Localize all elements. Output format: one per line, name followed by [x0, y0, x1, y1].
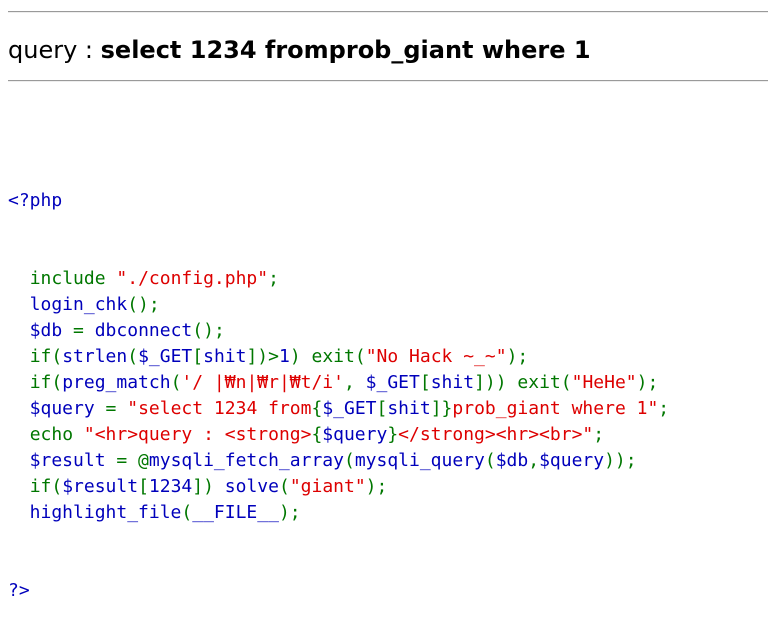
code-token: { [311, 398, 323, 419]
code-token: $query [322, 424, 388, 445]
code-token: $query [539, 450, 605, 471]
code-token: __FILE__ [192, 502, 279, 523]
code-token: (); [127, 294, 160, 315]
code-line: if($result[1234]) solve("giant"); [8, 474, 669, 500]
code-line: $result = @mysqli_fetch_array(mysqli_que… [8, 448, 669, 474]
code-token: [ [419, 372, 431, 393]
code-token: ( [484, 450, 496, 471]
code-token: ])) exit( [474, 372, 572, 393]
code-token: strlen [62, 346, 128, 367]
code-token: shit [430, 372, 475, 393]
php-source-code: <?php include "./config.php"; login_chk(… [8, 136, 669, 630]
code-line: if(strlen($_GET[shit])>1) exit("No Hack … [8, 344, 669, 370]
code-token: $db [495, 450, 529, 471]
code-token: ); [506, 346, 529, 367]
code-token: } [387, 424, 399, 445]
code-token: "HeHe" [571, 372, 637, 393]
code-token: "No Hack ~_~" [365, 346, 507, 367]
code-token: login_chk [8, 294, 128, 315]
code-token: = [73, 320, 95, 341]
php-open-tag: <?php [8, 190, 63, 211]
code-token: ( [127, 346, 139, 367]
code-token: $_GET [138, 346, 193, 367]
bottom-horizontal-rule [8, 80, 768, 82]
query-value: select 1234 fromprob_giant where 1 [100, 36, 591, 64]
code-token: ]} [430, 398, 453, 419]
code-token: "./config.php" [116, 268, 269, 289]
code-line: if(preg_match('/ |₩n|₩r|₩t/i', $_GET[shi… [8, 370, 669, 396]
code-token: </strong><hr><br>" [398, 424, 594, 445]
code-token: include [29, 268, 117, 289]
code-token: ; [593, 424, 605, 445]
code-token: [ [138, 476, 149, 497]
code-token: if( [29, 372, 63, 393]
code-line: $query = "select 1234 from{$_GET[shit]}p… [8, 396, 669, 422]
code-token: ( [343, 450, 355, 471]
code-token: (); [192, 320, 225, 341]
code-token: ( [181, 502, 193, 523]
code-token: ( [170, 372, 182, 393]
code-token: if( [29, 346, 63, 367]
code-token: )); [604, 450, 637, 471]
code-token: "giant" [289, 476, 366, 497]
top-horizontal-rule [8, 11, 768, 13]
code-token: shit [203, 346, 247, 367]
code-token [8, 424, 30, 445]
code-token: ])> [246, 346, 279, 367]
code-token: dbconnect [94, 320, 193, 341]
code-line: include "./config.php"; [8, 266, 669, 292]
code-token [8, 346, 30, 367]
code-token: $_GET [322, 398, 377, 419]
php-close-tag: ?> [8, 580, 30, 601]
code-token: $db [8, 320, 74, 341]
code-token: 1234 [148, 476, 193, 497]
code-token: { [311, 424, 323, 445]
query-line: query : select 1234 fromprob_giant where… [8, 30, 591, 70]
code-token: "<hr>query : <strong> [83, 424, 312, 445]
code-line: login_chk(); [8, 292, 669, 318]
code-token: = [105, 398, 128, 419]
code-token: ; [658, 398, 670, 419]
code-token: , [528, 450, 540, 471]
code-token: prob_giant where 1" [452, 398, 659, 419]
code-token: $query [8, 398, 106, 419]
code-token: ); [636, 372, 659, 393]
code-token: ) exit( [289, 346, 366, 367]
code-token: solve [224, 476, 279, 497]
code-token: mysqli_query [354, 450, 485, 471]
code-token [8, 372, 30, 393]
code-line: echo "<hr>query : <strong>{$query}</stro… [8, 422, 669, 448]
code-line: highlight_file(__FILE__); [8, 500, 669, 526]
code-token: $result [8, 450, 117, 471]
code-token: preg_match [62, 372, 171, 393]
code-token: [ [376, 398, 388, 419]
code-token: ); [365, 476, 388, 497]
code-token: 1 [278, 346, 290, 367]
code-token: ]) [192, 476, 225, 497]
code-line: $db = dbconnect(); [8, 318, 669, 344]
code-token: ); [278, 502, 301, 523]
code-token: if( [29, 476, 63, 497]
code-token: mysqli_fetch_array [148, 450, 344, 471]
code-token: , [343, 372, 366, 393]
code-token: = @ [116, 450, 149, 471]
code-token: "select 1234 from [127, 398, 312, 419]
query-label: query : [8, 36, 101, 64]
code-token: highlight_file [8, 502, 182, 523]
code-token: [ [192, 346, 204, 367]
code-token: ; [268, 268, 279, 289]
code-token [8, 268, 30, 289]
code-token: shit [387, 398, 431, 419]
code-token [8, 476, 30, 497]
code-token: echo [29, 424, 84, 445]
code-token: '/ |₩n|₩r|₩t/i' [181, 372, 344, 393]
code-lines: include "./config.php"; login_chk(); $db… [8, 266, 669, 526]
code-token: ( [278, 476, 290, 497]
code-token: $result [62, 476, 139, 497]
code-token: $_GET [365, 372, 420, 393]
